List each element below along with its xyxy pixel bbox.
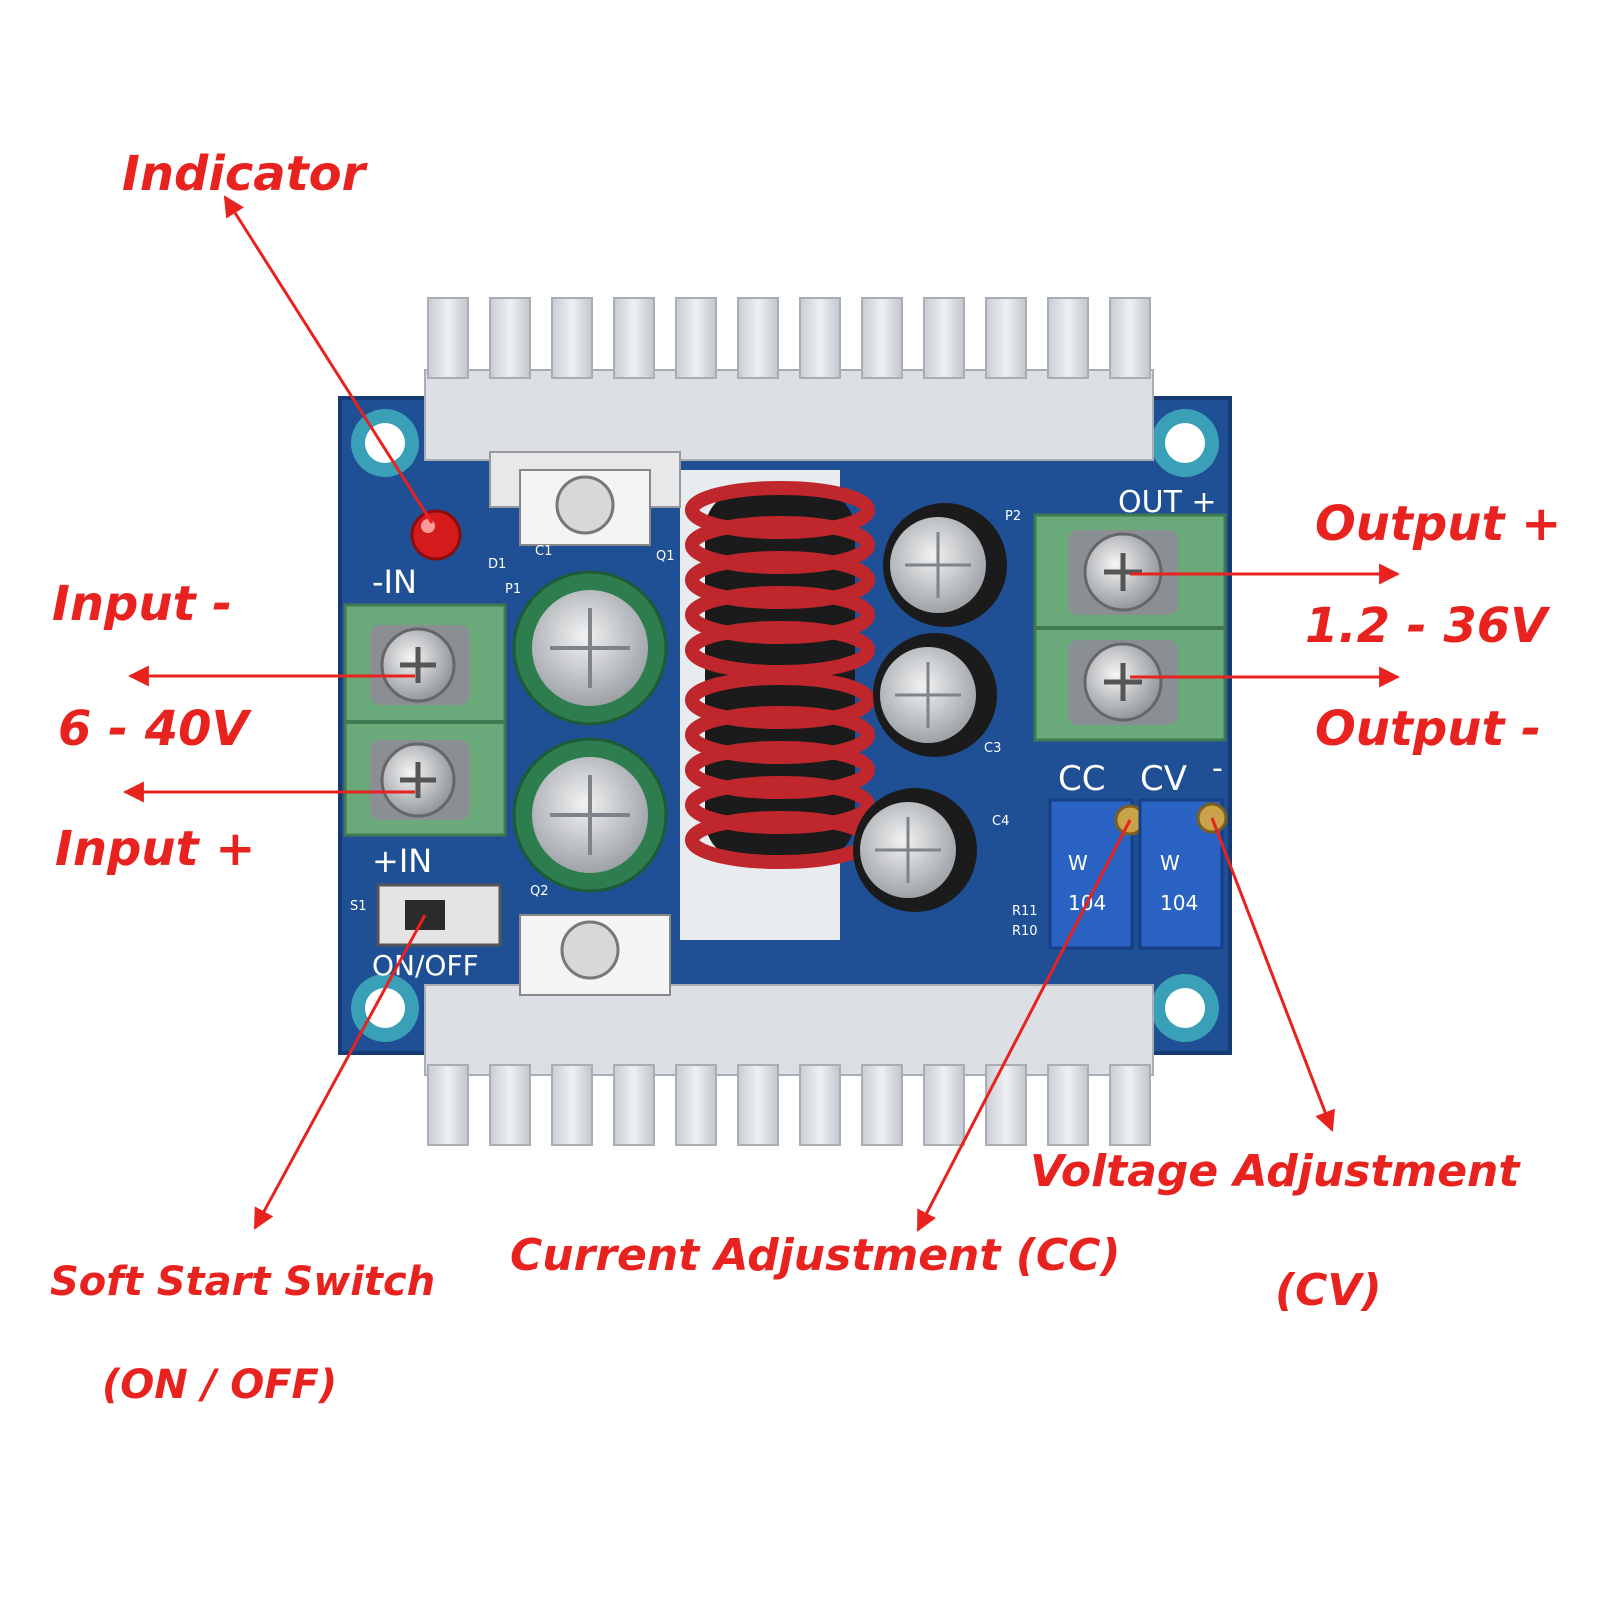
capacitor-c2 — [512, 737, 668, 893]
screw-terminal-icon — [1068, 640, 1178, 725]
screw-terminal-icon — [1068, 530, 1178, 615]
silkscreen: -IN +IN ON/OFF OUT + CC CV - D1 P1 P2 C1… — [350, 485, 1223, 982]
silk-r10: R10 — [1012, 924, 1038, 939]
silk-r11: R11 — [1012, 904, 1038, 919]
capacitor-c3 — [873, 633, 997, 757]
label-input-plus: Input + — [55, 821, 255, 877]
heatsink-bottom — [424, 914, 1154, 1146]
label-output-plus: Output + — [1315, 496, 1561, 552]
arrow-current-adjustment — [916, 819, 1132, 1232]
mounting-hole-top-right — [1151, 409, 1219, 477]
capacitor-c1 — [512, 570, 668, 726]
label-input-range: 6 - 40V — [58, 701, 253, 757]
silk-c4: C4 — [992, 814, 1009, 829]
arrow-voltage-adjustment — [1210, 817, 1336, 1132]
callout-labels: Indicator Input - 6 - 40V Input + Output… — [50, 146, 1561, 1408]
label-soft-start-sub: (ON / OFF) — [102, 1362, 337, 1408]
silk-p2: P2 — [1005, 509, 1021, 524]
label-voltage-adjustment: Voltage Adjustment — [1030, 1146, 1521, 1197]
silk-c1: C1 — [535, 544, 552, 559]
silk-cv-minus: - — [1212, 751, 1223, 786]
silk-cc: CC — [1058, 759, 1105, 799]
arrow-soft-start — [253, 914, 427, 1230]
label-voltage-adjustment-sub: (CV) — [1275, 1265, 1382, 1316]
label-output-minus: Output - — [1315, 701, 1541, 757]
output-terminal-block — [1033, 513, 1227, 742]
silk-q1: Q1 — [656, 549, 675, 564]
silk-q2: Q2 — [530, 884, 549, 899]
silk-on-off: ON/OFF — [372, 949, 479, 982]
label-soft-start: Soft Start Switch — [50, 1259, 435, 1305]
mounting-hole-top-left — [351, 409, 419, 477]
screw-terminal-icon — [370, 625, 470, 705]
slide-switch-icon — [376, 883, 502, 947]
arrow-indicator — [223, 195, 434, 524]
silk-d1: D1 — [488, 557, 506, 572]
heatsink-top — [424, 297, 1154, 546]
capacitor-black-top — [883, 503, 1007, 627]
silk-p1: P1 — [505, 582, 521, 597]
silk-cv: CV — [1140, 759, 1187, 799]
silk-plus-in: +IN — [372, 842, 432, 880]
annotation-arrows — [122, 195, 1401, 1232]
label-input-minus: Input - — [52, 576, 232, 632]
pot-code-cv: 104 — [1160, 891, 1198, 915]
pot-mark-cc: W — [1068, 851, 1088, 875]
capacitor-c4 — [853, 788, 977, 912]
input-terminal-block — [343, 603, 507, 837]
mounting-hole-bottom-left — [351, 974, 419, 1042]
silk-minus-in: -IN — [372, 563, 417, 601]
silk-c3: C3 — [984, 741, 1001, 756]
silk-out-plus: OUT + — [1118, 485, 1217, 520]
mounting-hole-bottom-right — [1151, 974, 1219, 1042]
pot-mark-cv: W — [1160, 851, 1180, 875]
toroid-inductor-icon — [685, 481, 875, 869]
label-current-adjustment: Current Adjustment (CC) — [510, 1230, 1121, 1281]
screw-terminal-icon — [370, 740, 470, 820]
trimmer-potentiometer-icon — [1138, 798, 1228, 950]
led-icon — [410, 509, 462, 561]
label-indicator: Indicator — [122, 146, 369, 202]
silk-s1: S1 — [350, 899, 367, 914]
label-output-range: 1.2 - 36V — [1305, 598, 1551, 654]
